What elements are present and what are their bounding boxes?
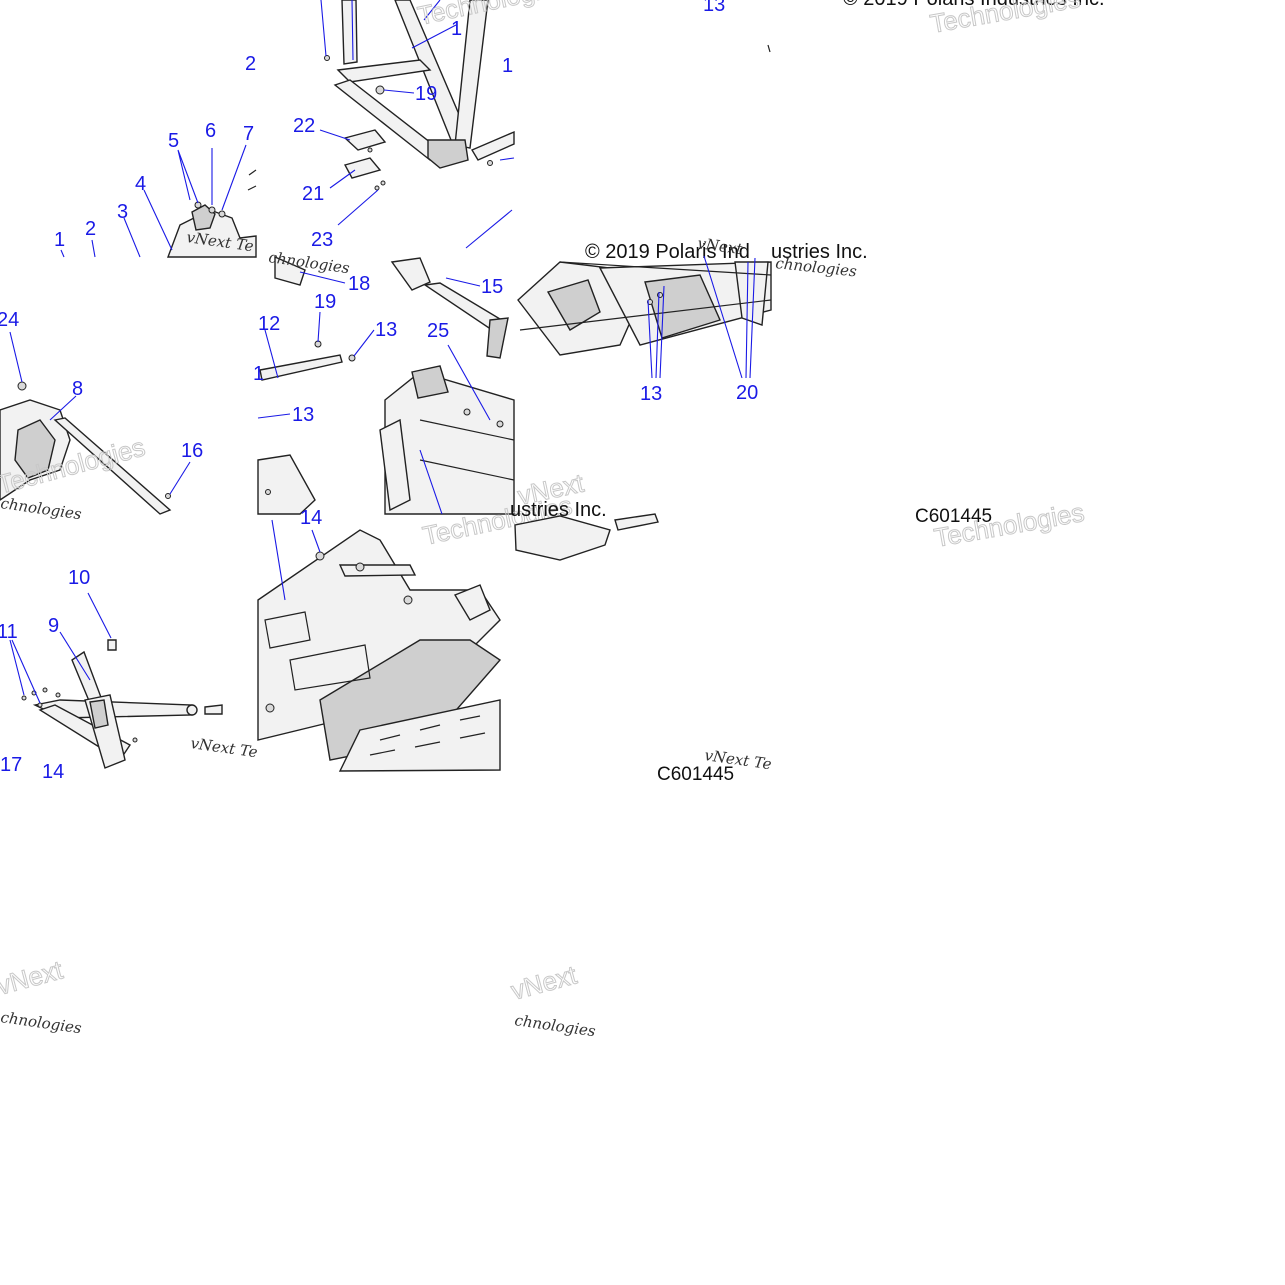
callout-13: 13 xyxy=(375,319,397,341)
tile-a-frame: 10 11 9 17 14 vNext Te xyxy=(0,567,259,783)
callout-5: 5 xyxy=(168,130,179,152)
callout-17: 17 xyxy=(0,754,22,776)
callout-7: 7 xyxy=(243,123,254,145)
tile-front-frame: 24 8 16 Technologies chnologies xyxy=(0,309,203,523)
callout-13: 13 xyxy=(703,0,725,16)
copyright-notice: ustries Inc. xyxy=(510,499,607,521)
callout-6: 6 xyxy=(205,120,216,142)
callout-25: 25 xyxy=(427,320,449,342)
callout-3: 3 xyxy=(117,201,128,223)
callout-16: 16 xyxy=(181,440,203,462)
figure-id: C601445 xyxy=(657,764,734,785)
tile-mid-right: C601445 Technologies xyxy=(915,497,1087,554)
callout-2: 2 xyxy=(245,53,256,75)
callout-2: 2 xyxy=(85,218,96,240)
callout-4: 4 xyxy=(135,173,146,195)
tile-frame-underside: 13 20 xyxy=(517,255,772,405)
tile-mid-center: ustries Inc. vNext C601445 vNext Te xyxy=(510,467,773,785)
watermark-outline: Technologies xyxy=(928,0,1083,39)
callout-14: 14 xyxy=(42,761,64,783)
callout-10: 10 xyxy=(68,567,90,589)
copyright-notice: © 2019 Polaris Ind xyxy=(585,241,750,263)
callout-9: 9 xyxy=(48,615,59,637)
callout-14: 14 xyxy=(300,507,322,529)
watermark-text: chnologies xyxy=(513,1011,597,1040)
tile-frame-bracket: 2 5 6 7 4 3 2 1 vNext Te xyxy=(54,53,257,258)
figure-id: C601445 xyxy=(915,506,992,527)
tile-frame-tubes: 1 1 19 22 21 23 Technologies xyxy=(293,0,570,251)
callout-1: 1 xyxy=(451,18,462,40)
watermark-outline: vNext xyxy=(508,959,581,1005)
watermark-outline: vNext xyxy=(0,954,66,1000)
tile-top-center: 13 © 2019 Polaris Ind vNext xyxy=(585,0,771,263)
copyright-notice: ustries Inc. xyxy=(771,241,868,263)
tile-lower-fragments: vNext chnologies vNext chnologies xyxy=(0,954,597,1040)
tile-rods-chassis: 18 19 13 12 1 13 15 25 chnologies xyxy=(253,248,515,515)
callout-1: 1 xyxy=(54,229,65,251)
callout-1: 1 xyxy=(253,363,264,385)
tile-floor-pan: 14 Technologies xyxy=(257,489,575,772)
callout-8: 8 xyxy=(72,378,83,400)
copyright-notice: © 2019 Polaris Industries Inc. xyxy=(843,0,1105,10)
callout-23: 23 xyxy=(311,229,333,251)
watermark-text: chnologies xyxy=(0,1008,83,1037)
callout-24: 24 xyxy=(0,309,19,331)
callout-15: 15 xyxy=(481,276,503,298)
callout-20: 20 xyxy=(736,382,758,404)
callout-19: 19 xyxy=(415,83,437,105)
callout-12: 12 xyxy=(258,313,280,335)
watermark-outline: Technologies xyxy=(415,0,570,31)
callout-18: 18 xyxy=(348,273,370,295)
callout-22: 22 xyxy=(293,115,315,137)
watermark-text: vNext Te xyxy=(189,734,258,761)
callout-19: 19 xyxy=(314,291,336,313)
callout-13: 13 xyxy=(292,404,314,426)
tile-top-right: © 2019 Polaris Industries Inc. Technolog… xyxy=(771,0,1105,281)
callout-11: 11 xyxy=(0,621,18,643)
callout-13: 13 xyxy=(640,383,662,405)
callout-1: 1 xyxy=(502,55,513,77)
watermark-text: chnologies xyxy=(0,494,83,523)
callout-21: 21 xyxy=(302,183,324,205)
